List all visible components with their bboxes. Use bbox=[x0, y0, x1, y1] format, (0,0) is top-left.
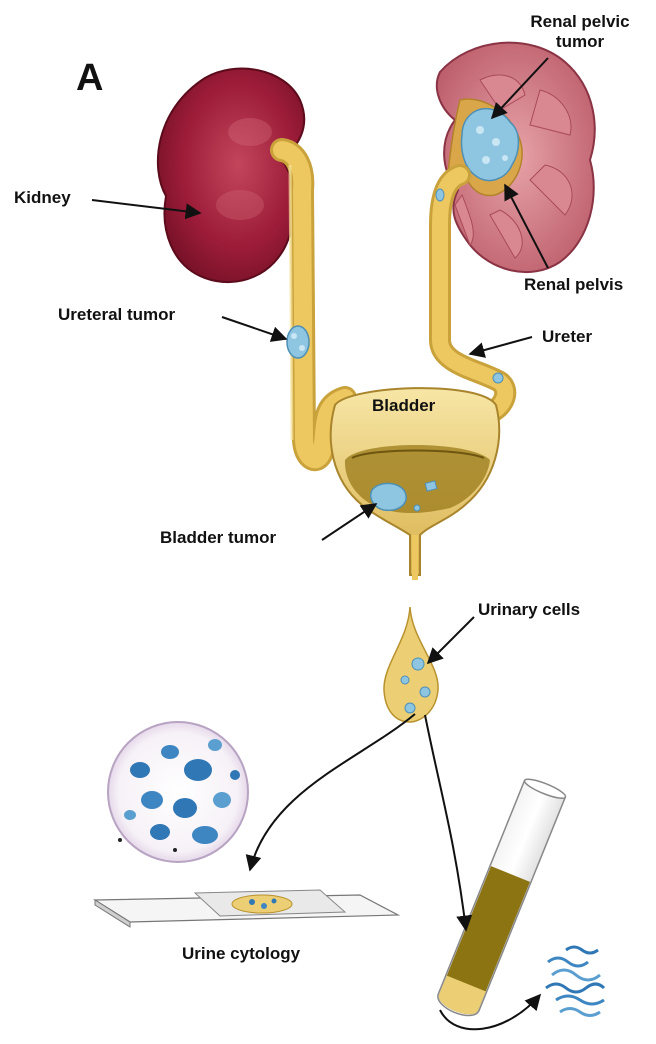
label-bladder: Bladder bbox=[372, 396, 435, 416]
label-renal-pelvic-tumor-line1: Renal pelvic bbox=[520, 12, 640, 32]
cytology-magnified-view bbox=[108, 722, 248, 862]
to-tube-arrow bbox=[425, 715, 466, 930]
left-kidney bbox=[158, 69, 304, 283]
label-ureter: Ureter bbox=[542, 327, 592, 347]
test-tube bbox=[434, 776, 567, 1021]
label-ureteral-tumor: Ureteral tumor bbox=[58, 305, 175, 325]
label-renal-pelvic-tumor: Renal pelvic tumor bbox=[520, 12, 640, 52]
bladder bbox=[331, 388, 499, 580]
label-urinary-cells: Urinary cells bbox=[478, 600, 580, 620]
urine-drop bbox=[384, 607, 438, 722]
ureteral-tumor-arrow bbox=[222, 317, 286, 339]
label-bladder-tumor: Bladder tumor bbox=[160, 528, 276, 548]
microscope-slide bbox=[95, 890, 398, 927]
label-urine-cytology: Urine cytology bbox=[182, 944, 300, 964]
label-renal-pelvic-tumor-line2: tumor bbox=[520, 32, 640, 52]
label-kidney: Kidney bbox=[14, 188, 71, 208]
urinary-cells-arrow bbox=[428, 617, 474, 663]
dna-fragments bbox=[546, 947, 604, 1016]
bladder-tumor-arrow bbox=[322, 504, 376, 540]
to-slide-arrow bbox=[250, 714, 415, 870]
panel-letter: A bbox=[76, 58, 103, 98]
ureteral-tumor bbox=[287, 326, 309, 358]
label-renal-pelvis: Renal pelvis bbox=[524, 275, 623, 295]
ureter-arrow bbox=[470, 337, 532, 354]
